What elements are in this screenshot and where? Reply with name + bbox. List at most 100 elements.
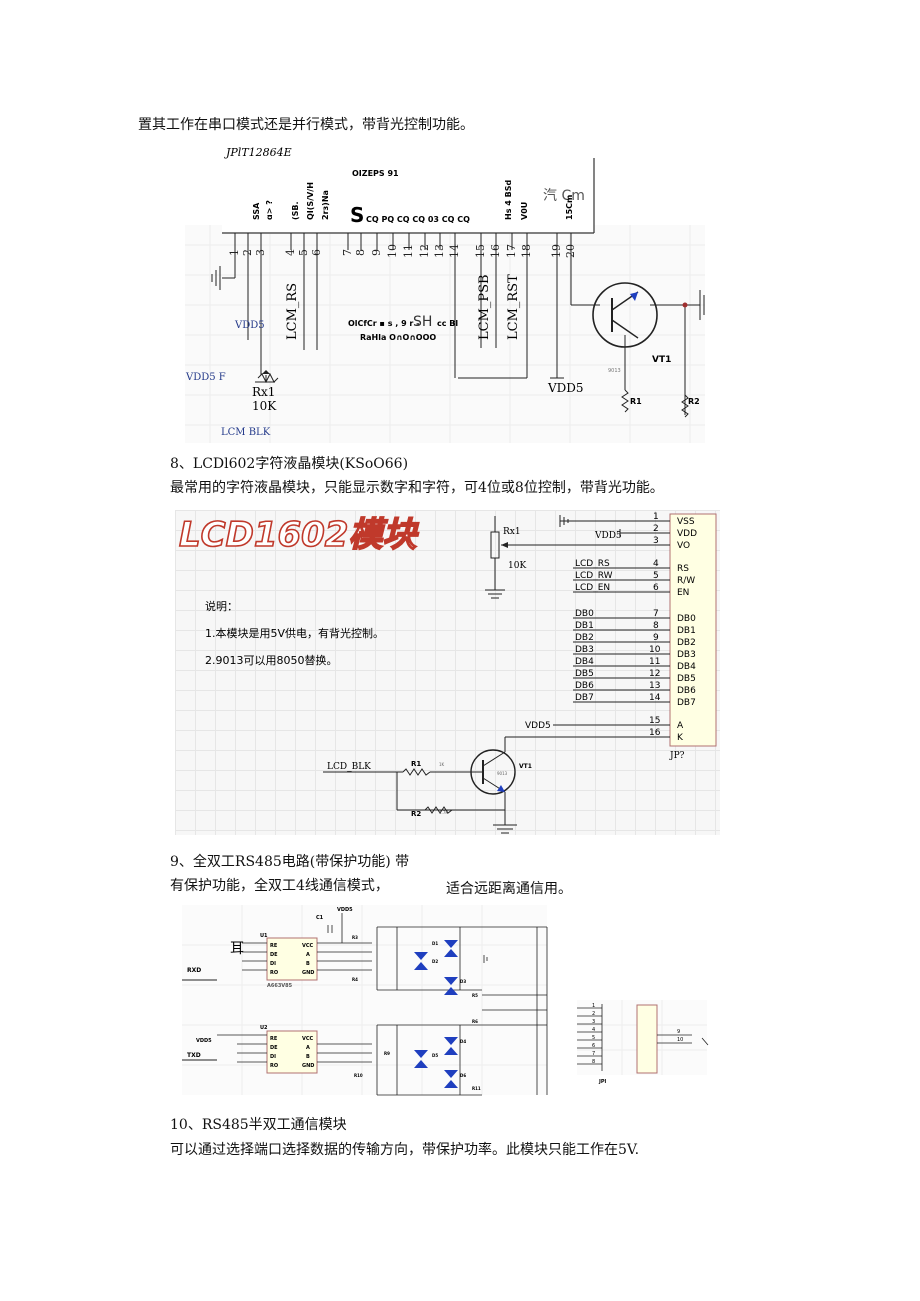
fig2-name-db1: DB1 — [677, 626, 696, 636]
fig2-9013: 9013 — [497, 771, 508, 776]
fig3-u2-a: A — [306, 1045, 310, 1051]
fig2-r1v: 1K — [439, 762, 445, 767]
fig3-conn-6: 6 — [592, 1043, 595, 1049]
fig3-conn-4: 4 — [592, 1027, 595, 1033]
fig3-r4: R4 — [352, 977, 358, 982]
fig2-net-db5: DB5 — [575, 669, 594, 679]
fig3-d2: D2 — [432, 959, 438, 964]
fig2-net-db0: DB0 — [575, 609, 594, 619]
fig2-pin-6: 6 — [653, 583, 659, 593]
paragraph-lcd1602: 最常用的字符液晶模块，只能显示数字和字符，可4位或8位控制，带背光功能。 — [170, 480, 664, 496]
schematic-12864: JPlT12864E SSA ɑ> ? (SB. QI(S/V/H 2rз)Na… — [185, 146, 705, 443]
fig3-conn-7: 7 — [592, 1051, 595, 1057]
paragraph-mode: 置其工作在串口模式还是并行模式，带背光控制功能。 — [138, 117, 474, 133]
figure-12864-schematic: JPlT12864E SSA ɑ> ? (SB. QI(S/V/H 2rз)Na… — [180, 140, 725, 445]
fig2-name-vdd: VDD — [677, 529, 697, 539]
fig3-er: 耳 — [230, 941, 244, 957]
fig2-name-db4: DB4 — [677, 662, 696, 672]
fig1-mid-sh: SH — [413, 314, 432, 330]
fig3-u1-b: B — [306, 961, 310, 967]
fig3-vdd5b: VDD5 — [196, 1038, 212, 1044]
fig3-chip-name: A663V85 — [267, 983, 293, 989]
fig3-u1-vcc: VCC — [302, 943, 314, 949]
fig2-pin-3: 3 — [653, 536, 659, 546]
fig2-vdd5-bl: VDD5 — [525, 721, 551, 731]
fig3-r10: R10 — [354, 1073, 363, 1078]
fig2-pin-15: 15 — [649, 716, 660, 726]
fig1-pin-12: 12 — [418, 244, 431, 258]
fig2-r2v: 4.7K — [439, 810, 448, 815]
fig3-d5: D5 — [432, 1053, 438, 1058]
fig1-rx1: Rx1 — [252, 385, 275, 399]
fig3-d3: D3 — [460, 979, 466, 984]
fig1-pinlabel-1: ɑ> ? — [265, 200, 274, 220]
fig2-name-rs: RS — [677, 564, 689, 574]
fig3-d6: D6 — [460, 1073, 466, 1078]
fig2-net-rw: LCD_RW — [575, 571, 613, 581]
fig1-lcm-psb: LCM_PSB — [477, 274, 492, 340]
fig1-center-s: S — [350, 203, 364, 227]
fig3-conn-1: 1 — [592, 1003, 595, 1009]
fig3-txd: TXD — [187, 1052, 201, 1059]
figure-lcd1602-schematic: LCD1602模块 Rx1 10K VDD5 说明： 1.本模块是用5V供电，有… — [175, 510, 720, 835]
fig3-u2-b: B — [306, 1054, 310, 1060]
fig1-right-0: Hs 4 BSd — [504, 180, 513, 220]
fig2-pin-13: 13 — [649, 681, 660, 691]
fig2-pin-5: 5 — [653, 571, 659, 581]
fig1-10k: 10K — [252, 399, 277, 413]
fig2-pin-12: 12 — [649, 669, 660, 679]
fig3-u1-de: DE — [270, 952, 278, 958]
fig2-name-db3: DB3 — [677, 650, 696, 660]
fig1-vdd-left2: VDD5 F — [185, 372, 226, 383]
fig2-net-db7: DB7 — [575, 693, 594, 703]
fig2-pin-10: 10 — [649, 645, 661, 655]
fig1-pin-8: 8 — [354, 249, 367, 256]
fig1-pin-17: 17 — [505, 244, 518, 258]
paragraph-rs485-half: 可以通过选择端口选择数据的传输方向，带保护功率。此模块只能工作在5V. — [170, 1142, 640, 1158]
fig3-conn-9: 9 — [677, 1029, 680, 1035]
fig2-name-db5: DB5 — [677, 674, 696, 684]
fig1-center-s-rest: CQ PQ CQ CQ 03 CQ CQ — [366, 215, 470, 224]
fig3-u1-ro: RO — [270, 970, 278, 976]
fig2-name-db6: DB6 — [677, 686, 696, 696]
fig3-u2-vcc: VCC — [302, 1036, 314, 1042]
fig2-pin-9: 9 — [653, 633, 659, 643]
fig3-u2-di: DI — [270, 1054, 276, 1060]
fig2-vt1: VT1 — [519, 763, 532, 770]
fig2-rx1: Rx1 — [503, 527, 521, 537]
fig2-net-db2: DB2 — [575, 633, 594, 643]
fig1-right-2: 汽 Cm — [543, 188, 585, 204]
fig2-pin-4: 4 — [653, 559, 659, 569]
fig1-right-1: V0U — [520, 202, 529, 220]
fig2-name-k: K — [677, 733, 684, 743]
fig1-9013: 9013 — [608, 368, 621, 374]
fig3-u2-ro: RO — [270, 1063, 278, 1069]
fig3-u2-re: RE — [270, 1036, 278, 1042]
fig1-center-top: OIZEPS 91 — [352, 169, 399, 178]
fig2-net-db1: DB1 — [575, 621, 594, 631]
fig2-note-2: 2.9013可以用8050替换。 — [205, 653, 337, 667]
fig2-pin-11: 11 — [649, 657, 660, 667]
fig2-name-a: A — [677, 721, 684, 731]
fig2-name-vo: VO — [677, 541, 690, 551]
fig3-u2: U2 — [260, 1025, 268, 1031]
fig2-name-db2: DB2 — [677, 638, 696, 648]
fig2-pin-1: 1 — [653, 512, 659, 522]
fig3-u1-gnd: GND — [302, 970, 314, 976]
fig1-vt1: VT1 — [652, 355, 671, 365]
fig3-u1-a: A — [306, 952, 310, 958]
fig1-lcm-rs: LCM_RS — [285, 283, 300, 340]
fig1-pin-11: 11 — [402, 244, 415, 258]
fig2-net-db6: DB6 — [575, 681, 594, 691]
fig1-mid1: OlCfCr ▪ s , 9 r - — [348, 319, 419, 328]
paragraph-rs485-full-a: 有保护功能，全双工4线通信模式， — [170, 878, 389, 894]
fig2-note-title: 说明： — [205, 599, 238, 613]
fig3-conn-10: 10 — [677, 1037, 683, 1043]
fig2-title-art: LCD1602模块 — [179, 515, 419, 555]
figure-rs485-full: VDD5 C1 U1 RE DE DI RO VCC A B GND A663V… — [182, 905, 712, 1100]
fig2-r2: R2 — [411, 810, 421, 818]
fig2-net-en: LCD_EN — [575, 583, 610, 593]
fig2-pin-7: 7 — [653, 609, 659, 619]
fig1-pin-13: 13 — [433, 244, 446, 258]
fig3-u1-re: RE — [270, 943, 278, 949]
